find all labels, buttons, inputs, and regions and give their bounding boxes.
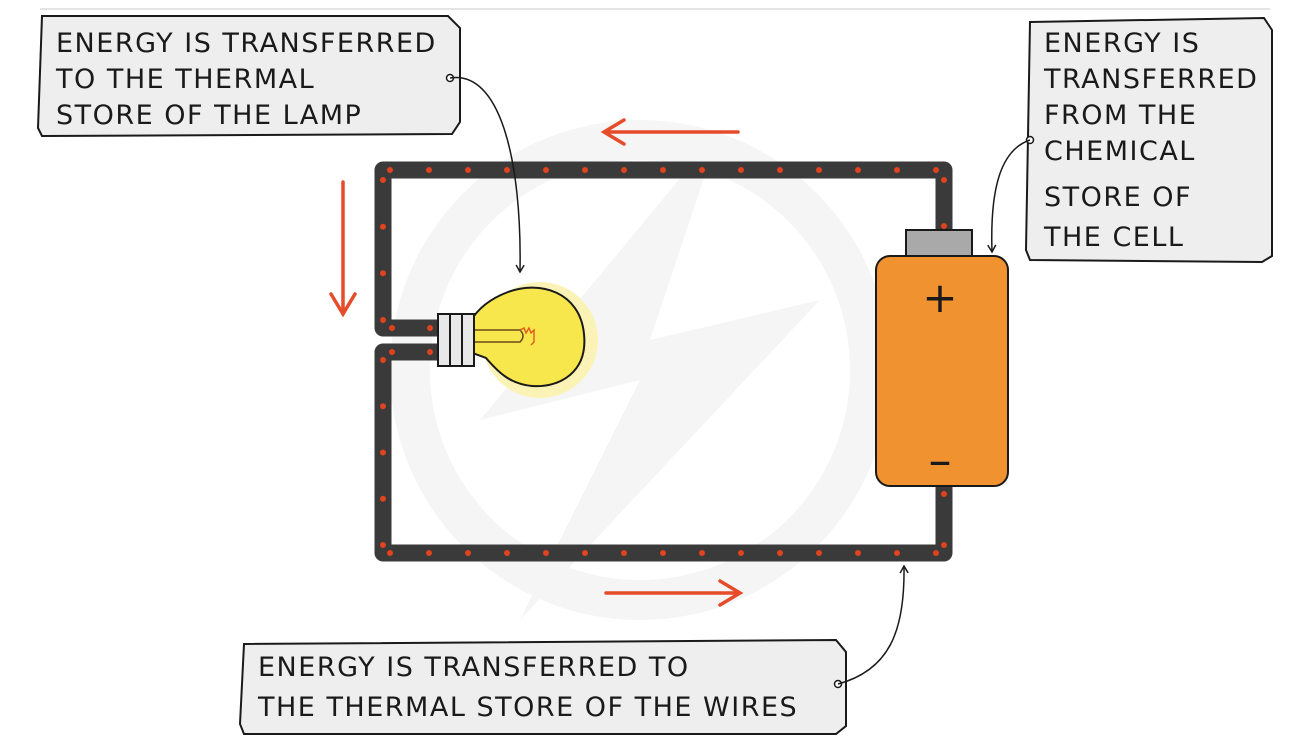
charge-dot (465, 167, 471, 173)
charge-dot (777, 550, 783, 556)
charge-dot (426, 167, 432, 173)
charge-dot (543, 167, 549, 173)
charge-dot (543, 550, 549, 556)
charge-dot (941, 542, 947, 548)
charge-dot (380, 495, 386, 502)
lamp-energy-label: ENERGY IS TRANSFERRED TO THE THERMAL STO… (36, 15, 525, 274)
charge-dot (380, 177, 386, 183)
lamp (437, 282, 598, 398)
svg-text:TO THE THERMAL: TO THE THERMAL (55, 64, 315, 95)
svg-text:STORE OF THE LAMP: STORE OF THE LAMP (56, 100, 362, 131)
charge-dot (941, 491, 947, 497)
charge-dot (465, 550, 471, 556)
arrow-icon-top (600, 118, 740, 146)
charge-dot (380, 449, 386, 456)
svg-text:THE THERMAL STORE OF THE WIRES: THE THERMAL STORE OF THE WIRES (257, 692, 798, 723)
cell-label-line: STORE OF (1044, 182, 1192, 213)
charge-dot (738, 550, 744, 556)
lamp-glass (469, 286, 586, 388)
charge-dot (777, 167, 783, 173)
lamp-label-line: ENERGY IS TRANSFERRED (56, 28, 437, 59)
charge-dot (389, 349, 395, 355)
charge-dots (380, 167, 947, 556)
charge-dot (427, 325, 433, 331)
charge-dot (933, 167, 939, 173)
charge-dot (933, 550, 939, 556)
charge-dot (427, 349, 433, 355)
charge-dot (504, 550, 510, 556)
charge-dot (738, 167, 744, 173)
charge-dot (380, 403, 386, 410)
cell: + – (875, 229, 1009, 487)
lamp-base (437, 313, 475, 367)
cell-energy-label: ENERGY IS TRANSFERRED FROM THE CHEMICAL … (987, 16, 1273, 264)
svg-text:STORE OF: STORE OF (1044, 182, 1192, 213)
charge-dot (621, 550, 627, 556)
cell-body (875, 255, 1009, 487)
charge-dot (380, 223, 386, 230)
charge-dot (816, 167, 822, 173)
cell-terminal (905, 229, 973, 259)
charge-dot (660, 550, 666, 556)
lamp-label-pointer (449, 76, 525, 274)
charge-dot (699, 550, 705, 556)
current-arrows (329, 118, 744, 607)
charge-dot (855, 167, 861, 173)
charge-dot (380, 317, 386, 323)
svg-text:THE CELL: THE CELL (1043, 222, 1184, 253)
svg-text:CHEMICAL: CHEMICAL (1044, 136, 1196, 167)
wires-energy-label: ENERGY IS TRANSFERRED TO THE THERMAL STO… (238, 564, 909, 735)
charge-dot (380, 270, 386, 277)
cell-label-pointer (987, 139, 1031, 254)
charge-dot (941, 177, 947, 183)
charge-dot (387, 167, 393, 173)
lightning-bolt-watermark (390, 120, 890, 620)
cell-positive-sign: + (922, 273, 957, 322)
charge-dot (582, 550, 588, 556)
charge-dot (380, 542, 386, 548)
charge-dot (941, 223, 947, 229)
charge-dot (582, 167, 588, 173)
charge-dot (816, 550, 822, 556)
charge-dot (389, 325, 395, 331)
circuit-wires (374, 161, 953, 562)
cell-label-line: FROM THE (1044, 100, 1197, 131)
charge-dot (387, 550, 393, 556)
wires-label-line: ENERGY IS TRANSFERRED TO (258, 652, 690, 683)
wire-top (374, 161, 953, 337)
charge-dot (894, 550, 900, 556)
cell-negative-sign: – (929, 433, 952, 487)
charge-dot (621, 167, 627, 173)
arrow-icon-bottom (604, 579, 744, 607)
lamp-label-line: TO THE THERMAL (55, 64, 315, 95)
svg-text:FROM THE: FROM THE (1044, 100, 1197, 131)
wires-label-pointer (837, 564, 909, 685)
cell-label-line: CHEMICAL (1044, 136, 1196, 167)
wire-bottom (374, 343, 953, 562)
charge-dot (380, 357, 386, 363)
svg-text:ENERGY IS TRANSFERRED: ENERGY IS TRANSFERRED (56, 28, 437, 59)
cell-label-line: TRANSFERRED (1043, 64, 1258, 95)
charge-dot (426, 550, 432, 556)
top-divider (40, 8, 1270, 10)
cell-label-line: ENERGY IS (1044, 28, 1200, 59)
arrow-icon-left (329, 180, 357, 318)
wires-label-line: THE THERMAL STORE OF THE WIRES (257, 692, 798, 723)
svg-text:ENERGY IS TRANSFERRED TO: ENERGY IS TRANSFERRED TO (258, 652, 690, 683)
charge-dot (504, 167, 510, 173)
lamp-label-line: STORE OF THE LAMP (56, 100, 362, 131)
svg-text:TRANSFERRED: TRANSFERRED (1043, 64, 1258, 95)
charge-dot (660, 167, 666, 173)
cell-label-line: THE CELL (1043, 222, 1184, 253)
charge-dot (894, 167, 900, 173)
charge-dot (855, 550, 861, 556)
svg-text:ENERGY IS: ENERGY IS (1044, 28, 1200, 59)
charge-dot (699, 167, 705, 173)
